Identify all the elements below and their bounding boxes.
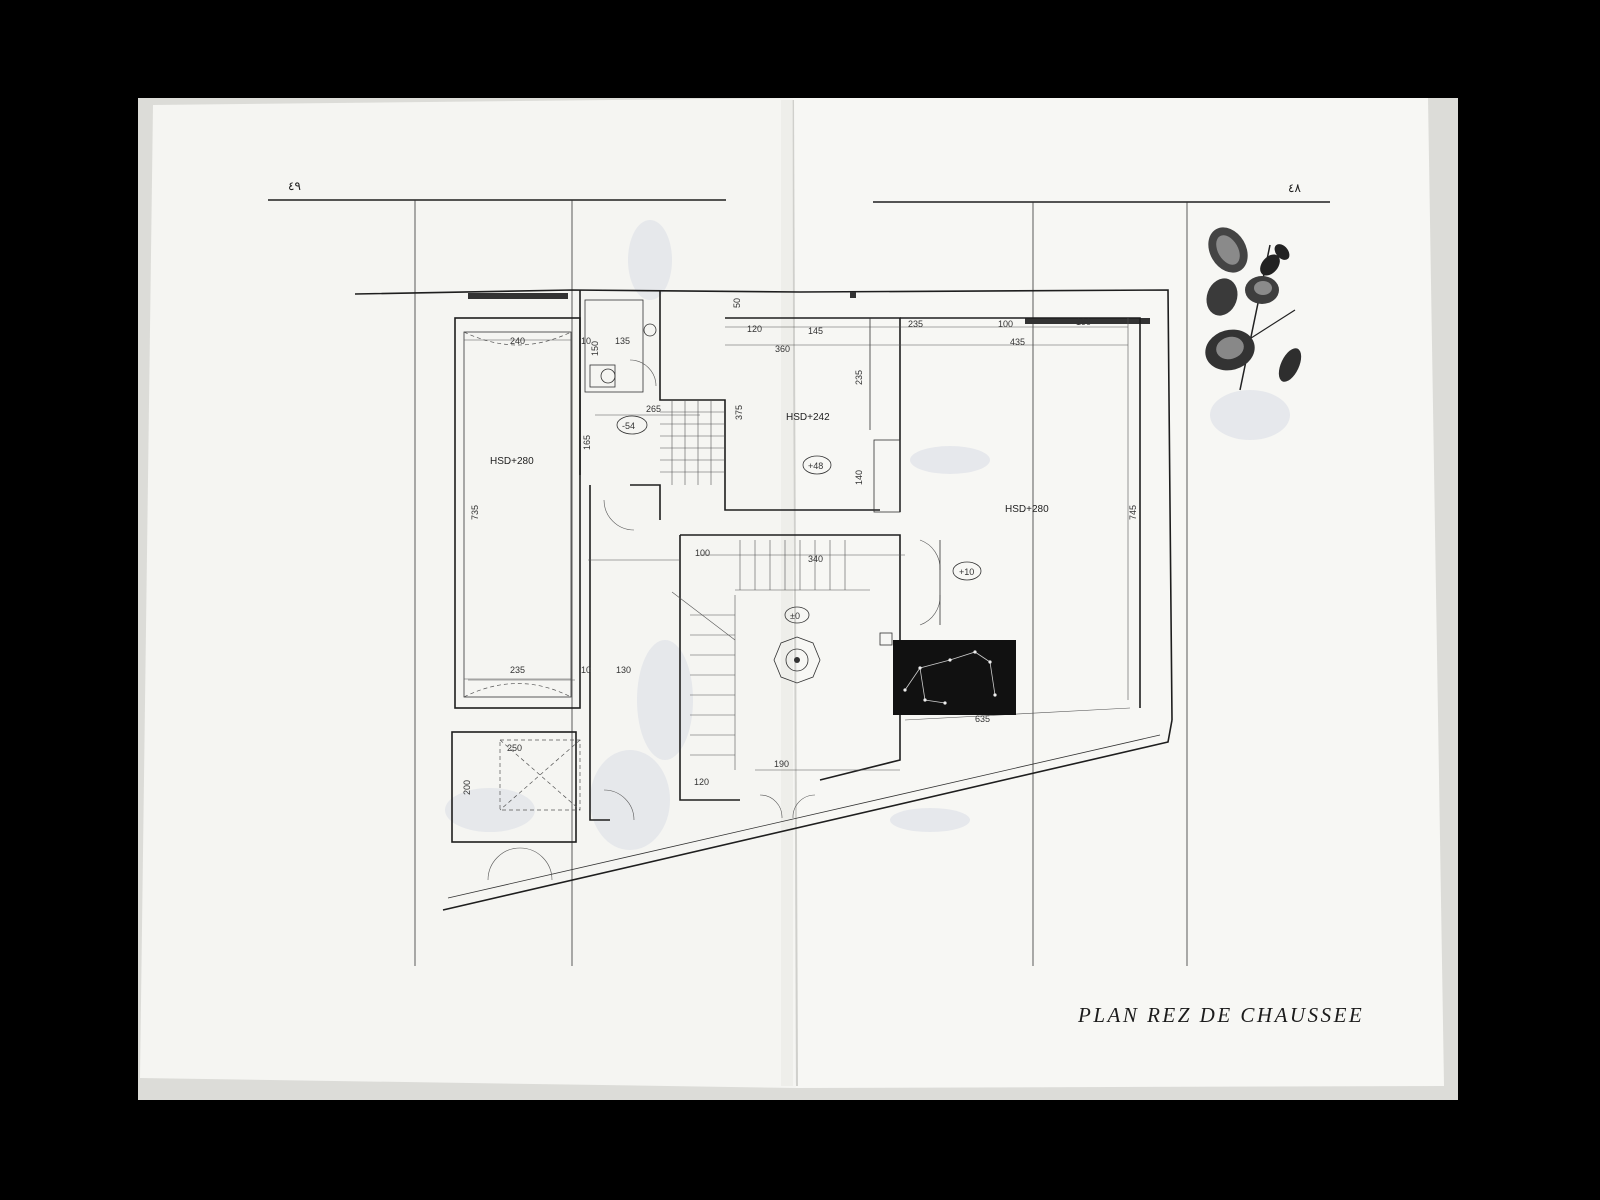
svg-text:190: 190: [1076, 317, 1091, 327]
svg-text:165: 165: [582, 435, 592, 450]
gutter: [792, 99, 798, 1087]
room-label-left: HSD+280: [490, 456, 534, 467]
svg-text:235: 235: [908, 319, 923, 329]
svg-text:145: 145: [808, 326, 823, 336]
svg-text:375: 375: [734, 405, 744, 420]
floor-plan: [354, 289, 1173, 911]
level-markers: -54 +48 ±0 +10: [616, 415, 982, 624]
svg-text:10: 10: [581, 336, 591, 346]
dimension-labels: 240 10 135 150 265 165 735 235 10 130 25…: [462, 298, 1138, 795]
svg-text:135: 135: [615, 336, 630, 346]
svg-text:130: 130: [616, 665, 631, 675]
svg-text:250: 250: [507, 743, 522, 753]
svg-text:10: 10: [581, 665, 591, 675]
svg-text:50: 50: [732, 298, 742, 308]
svg-text:435: 435: [1010, 337, 1025, 347]
svg-text:100: 100: [998, 319, 1013, 329]
svg-text:235: 235: [510, 665, 525, 675]
page-grid-lines: [414, 200, 1188, 966]
constellation-inset: [893, 640, 1016, 715]
svg-text:190: 190: [774, 759, 789, 769]
svg-text:235: 235: [854, 370, 864, 385]
svg-text:745: 745: [1128, 505, 1138, 520]
svg-text:140: 140: [854, 470, 864, 485]
botanical-engraving: [1205, 227, 1302, 391]
svg-text:635: 635: [975, 714, 990, 724]
folio-right: ٤٨: [1288, 181, 1301, 195]
svg-text:150: 150: [590, 341, 600, 356]
svg-text:340: 340: [808, 554, 823, 564]
room-label-center: HSD+242: [786, 412, 830, 423]
svg-text:265: 265: [646, 404, 661, 414]
page-title: PLAN REZ DE CHAUSSEE: [1077, 1003, 1364, 1027]
level-minus-54: -54: [622, 421, 635, 431]
svg-text:200: 200: [462, 780, 472, 795]
svg-text:240: 240: [510, 336, 525, 346]
svg-text:735: 735: [470, 505, 480, 520]
svg-text:100: 100: [695, 548, 710, 558]
svg-text:360: 360: [775, 344, 790, 354]
bleed-through: [445, 220, 1290, 850]
level-plus-10: +10: [959, 567, 974, 577]
room-label-right: HSD+280: [1005, 504, 1049, 515]
svg-text:120: 120: [747, 324, 762, 334]
level-plus-48: +48: [808, 461, 823, 471]
left-page: [140, 98, 796, 1088]
level-zero: ±0: [790, 611, 800, 621]
gutter-shade: [781, 100, 793, 1086]
folio-left: ٤٩: [288, 179, 301, 193]
right-page: [793, 98, 1444, 1088]
svg-text:120: 120: [694, 777, 709, 787]
